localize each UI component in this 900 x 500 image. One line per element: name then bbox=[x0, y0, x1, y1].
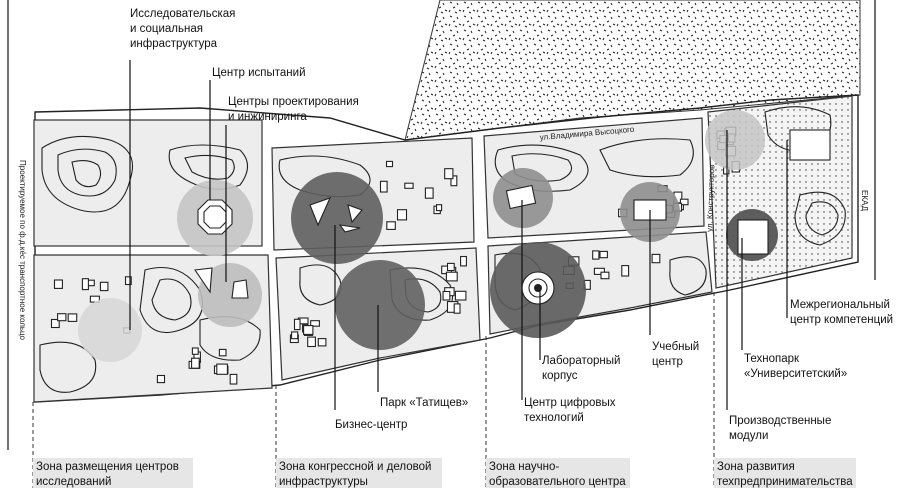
zone-entrepreneurship-label: Зона развития техпредпринимательства bbox=[717, 461, 853, 488]
building bbox=[621, 265, 630, 277]
building bbox=[442, 290, 451, 301]
street-ring: Проектируемое по ф.д.ке́с транспортное к… bbox=[18, 160, 27, 341]
park-circle bbox=[335, 260, 425, 350]
building bbox=[216, 363, 228, 375]
building bbox=[191, 347, 199, 355]
label-design-centers: Центры проектирования и инжиниринга bbox=[228, 96, 362, 123]
building bbox=[592, 250, 600, 260]
label-business-center: Бизнес-центр bbox=[335, 419, 407, 431]
building bbox=[310, 320, 320, 327]
building bbox=[599, 250, 608, 259]
building bbox=[445, 271, 458, 282]
building bbox=[317, 338, 327, 347]
building bbox=[307, 336, 316, 348]
production-modules-circle bbox=[705, 110, 765, 170]
building bbox=[218, 348, 227, 357]
label-competence-center: Межрегиональный центр компетенций bbox=[790, 299, 893, 326]
business-center-circle bbox=[291, 172, 383, 264]
building bbox=[600, 271, 610, 280]
building bbox=[386, 221, 396, 230]
street-ekad: ЕКАД bbox=[860, 190, 869, 212]
label-park: Парк «Татищев» bbox=[380, 397, 468, 409]
building bbox=[453, 303, 461, 314]
label-test-center: Центр испытаний bbox=[212, 67, 306, 79]
building bbox=[460, 255, 467, 267]
street-konstruktorov: ул. Конструкторов bbox=[705, 165, 716, 233]
zone-research-label: Зона размещения центров исследований bbox=[36, 461, 182, 488]
building bbox=[435, 204, 443, 212]
building bbox=[404, 182, 414, 189]
building bbox=[651, 253, 661, 264]
research-infra-circle bbox=[78, 298, 142, 362]
contour-lines bbox=[39, 106, 846, 393]
building bbox=[396, 209, 408, 221]
building bbox=[293, 318, 301, 331]
leader-lines bbox=[7, 0, 876, 450]
site-boundary bbox=[34, 94, 859, 403]
building bbox=[303, 325, 314, 335]
featured-buildings bbox=[194, 129, 831, 305]
building bbox=[53, 279, 63, 289]
label-digital-center: Центр цифровых технологий bbox=[524, 397, 619, 424]
building bbox=[446, 262, 455, 272]
building bbox=[124, 276, 132, 286]
label-training-center: Учебный центр bbox=[652, 341, 702, 368]
building bbox=[679, 198, 689, 206]
building bbox=[291, 331, 299, 340]
building bbox=[229, 373, 238, 385]
zone-labels: Зона размещения центров исследований Зон… bbox=[33, 458, 856, 488]
building bbox=[81, 278, 89, 291]
label-lab-building: Лабораторный корпус bbox=[542, 355, 624, 382]
building bbox=[50, 318, 60, 329]
zone-congress-label: Зона конгрессной и деловой инфраструктур… bbox=[279, 461, 435, 488]
building bbox=[156, 374, 166, 384]
zone-education-label: Зона научно- образовательного центра bbox=[489, 461, 626, 488]
label-production-modules: Производственные модули bbox=[729, 415, 835, 442]
building bbox=[444, 168, 454, 180]
building bbox=[379, 180, 388, 193]
building bbox=[191, 357, 200, 369]
building bbox=[454, 290, 467, 301]
building bbox=[450, 175, 458, 187]
label-research-infra: Исследовательская и социальная инфрастру… bbox=[130, 8, 239, 50]
building bbox=[57, 313, 67, 322]
label-technopark: Технопарк «Университетский» bbox=[744, 353, 847, 380]
building bbox=[385, 160, 394, 168]
building bbox=[99, 281, 109, 292]
design-centers-circle bbox=[198, 263, 262, 327]
building bbox=[593, 267, 605, 275]
building bbox=[67, 313, 78, 322]
building bbox=[424, 187, 434, 199]
